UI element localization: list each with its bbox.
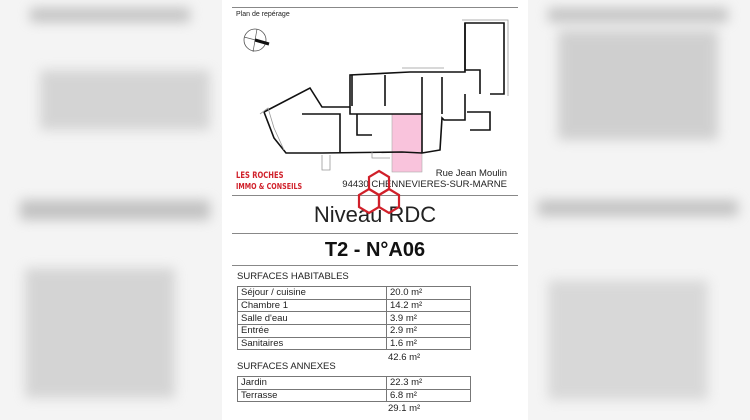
floor-plan-sheet: Plan de repérage Rue Jean Mouli <box>222 0 528 420</box>
annexes-title: SURFACES ANNEXES <box>237 361 336 372</box>
blurred-background-left <box>0 0 222 420</box>
habitables-total: 42.6 m² <box>388 352 421 363</box>
annexes-total: 29.1 m² <box>388 403 421 414</box>
blurred-background-right <box>528 0 750 420</box>
compass-icon <box>243 28 270 53</box>
logo-line2: IMMO & CONSEILS <box>236 182 303 191</box>
divider <box>232 195 518 196</box>
logo-line1: LES ROCHES <box>236 171 284 181</box>
logo-hexagons <box>357 169 401 215</box>
location-plan: Rue Jean Moulin 94430 CHENNEVIERES-SUR-M… <box>243 19 509 190</box>
apartment-highlight <box>391 113 423 173</box>
street-text: Rue Jean Moulin <box>436 168 507 179</box>
unit-title: T2 - N°A06 <box>324 239 426 261</box>
plan-label: Plan de repérage <box>236 11 290 18</box>
divider <box>232 233 518 234</box>
divider <box>232 265 518 266</box>
city-text: 94430 CHENNEVIERES-SUR-MARNE <box>342 179 507 190</box>
habitables-title: SURFACES HABITABLES <box>237 271 349 282</box>
divider <box>232 7 518 8</box>
level-title: Niveau RDC <box>313 202 437 227</box>
